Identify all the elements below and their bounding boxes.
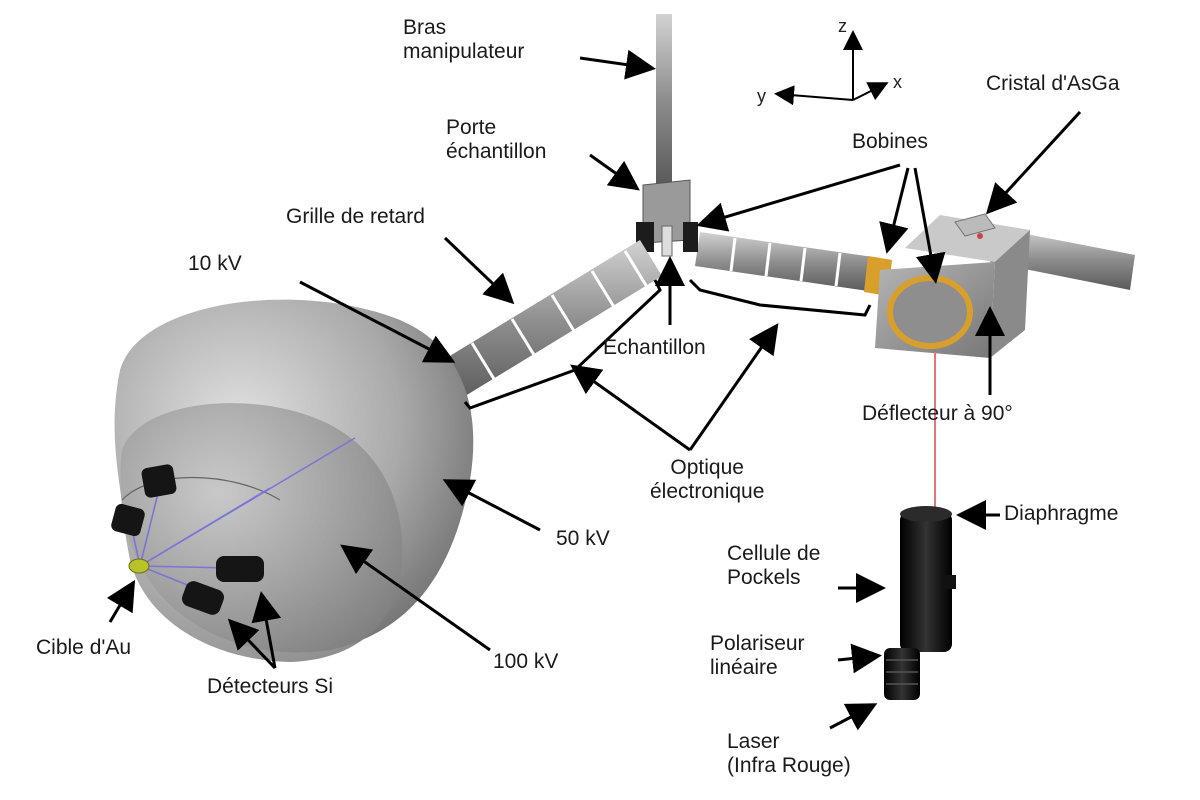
laser-assembly <box>884 506 956 700</box>
label-diaphragme: Diaphragme <box>1004 502 1119 525</box>
label-detecteurs-si: Détecteurs Si <box>207 675 334 698</box>
label-echantillon: Echantillon <box>603 336 706 359</box>
label-deflecteur: Déflecteur à 90° <box>862 402 1013 425</box>
label-bobines: Bobines <box>852 130 928 153</box>
axis-x-label: x <box>893 72 902 92</box>
label-cristal: Cristal d'AsGa <box>986 72 1120 95</box>
label-porte-line2: échantillon <box>446 140 547 163</box>
label-laser-line1: Laser <box>727 730 780 753</box>
label-bras-line1: Bras <box>403 16 447 39</box>
detector <box>182 581 224 615</box>
axis-y-label: y <box>757 86 766 106</box>
label-laser-line2: (Infra Rouge) <box>727 754 851 777</box>
label-polariseur-lineaire: Polariseur linéaire <box>710 632 805 680</box>
label-100kv: 100 kV <box>493 650 559 673</box>
label-polariseur-line1: Polariseur <box>710 632 805 655</box>
label-50kv: 50 kV <box>556 527 610 550</box>
label-porte-echantillon: Porte échantillon <box>446 116 546 164</box>
label-cible-au: Cible d'Au <box>36 636 132 659</box>
optics-brackets <box>463 278 872 452</box>
left-optics-tube <box>430 240 662 404</box>
label-cellule-line2: Pockels <box>727 566 801 589</box>
label-bras-line2: manipulateur <box>403 40 525 63</box>
detector <box>216 556 264 582</box>
label-optique-line1: Optique <box>670 456 744 479</box>
label-laser: Laser (Infra Rouge) <box>727 730 851 778</box>
electron-traces <box>129 437 356 591</box>
detector <box>141 464 177 498</box>
manipulator-arm <box>656 14 672 184</box>
detector <box>111 503 145 537</box>
label-porte-line1: Porte <box>446 116 497 139</box>
label-optique-electronique: Optique électronique <box>650 456 764 504</box>
coordinate-axes <box>774 30 889 106</box>
leader-arrows <box>106 49 1082 731</box>
label-10kv: 10 kV <box>188 252 242 275</box>
deflector-coil <box>887 275 973 349</box>
label-polariseur-line2: linéaire <box>710 656 778 679</box>
si-detectors <box>111 464 264 615</box>
gold-target <box>128 558 150 574</box>
label-optique-line2: électronique <box>650 480 765 503</box>
axis-z-label: z <box>838 16 847 36</box>
sample-holder <box>636 179 698 257</box>
label-cellule-line1: Cellule de <box>727 542 821 565</box>
deflector-box <box>875 213 1030 358</box>
label-cellule-pockels: Cellule de Pockels <box>727 542 820 590</box>
label-grille-de-retard: Grille de retard <box>286 205 425 228</box>
label-bras-manipulateur: Bras manipulateur <box>403 16 524 64</box>
right-optics-tube <box>695 232 892 296</box>
